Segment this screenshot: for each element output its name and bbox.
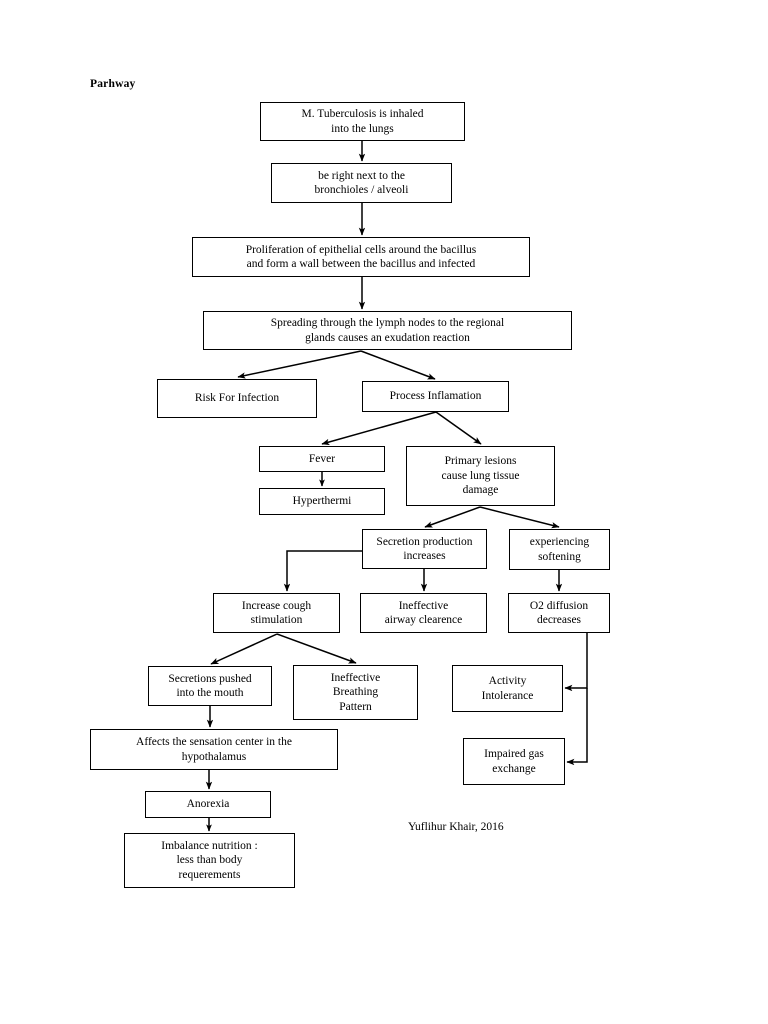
node-label: experiencing softening [529, 536, 590, 563]
node-spreading-lymph-nodes: Spreading through the lymph nodes to the… [203, 311, 572, 350]
node-label: M. Tuberculosis is inhaled into the lung… [301, 108, 424, 135]
node-label: Primary lesions cause lung tissue damage [441, 455, 520, 497]
node-label: Activity Intolerance [481, 675, 534, 702]
node-ineffective-breathing-pattern: Ineffective Breathing Pattern [293, 665, 418, 720]
edge-n10-n12 [283, 550, 362, 592]
edge-n6-n9 [435, 411, 482, 445]
edge-n4-n5 [237, 350, 362, 379]
node-label: Increase cough stimulation [241, 599, 312, 626]
node-m-tuberculosis-inhaled: M. Tuberculosis is inhaled into the lung… [260, 102, 465, 141]
node-anorexia: Anorexia [145, 791, 271, 818]
node-secretions-pushed-into-mouth: Secretions pushed into the mouth [148, 666, 272, 706]
node-secretion-production-increases: Secretion production increases [362, 529, 487, 569]
node-label: Proliferation of epithelial cells around… [245, 243, 477, 270]
node-imbalance-nutrition: Imbalance nutrition : less than body req… [124, 833, 295, 888]
node-label: Process Inflamation [389, 390, 482, 403]
node-impaired-gas-exchange: Impaired gas exchange [463, 738, 565, 785]
node-primary-lesions-lung-tissue-damage: Primary lesions cause lung tissue damage [406, 446, 555, 506]
node-risk-for-infection: Risk For Infection [157, 379, 317, 418]
node-label: Risk For Infection [194, 392, 280, 405]
node-process-inflamation: Process Inflamation [362, 381, 509, 412]
node-label: Affects the sensation center in the hypo… [136, 736, 292, 763]
node-label: Ineffective airway clearence [384, 599, 463, 626]
node-label: Secretion production increases [376, 535, 473, 562]
node-label: Impaired gas exchange [484, 748, 544, 775]
node-label: Hyperthermi [292, 495, 352, 508]
edge-n4-n6 [360, 350, 436, 380]
node-increase-cough-stimulation: Increase cough stimulation [213, 593, 340, 633]
node-hyperthermi: Hyperthermi [259, 488, 385, 515]
node-proliferation-epithelial-cells: Proliferation of epithelial cells around… [192, 237, 530, 277]
edge-n14-n19 [566, 688, 588, 766]
edge-n9-n10 [424, 506, 481, 528]
node-label: O2 diffusion decreases [529, 599, 589, 626]
node-o2-diffusion-decreases: O2 diffusion decreases [508, 593, 610, 633]
node-label: Anorexia [186, 798, 230, 811]
node-label: Spreading through the lymph nodes to the… [270, 317, 505, 344]
credit-attribution: Yuflihur Khair, 2016 [408, 821, 504, 833]
node-label: Fever [308, 452, 336, 465]
page-title: Parhway [90, 78, 136, 90]
node-activity-intolerance: Activity Intolerance [452, 665, 563, 712]
node-label: Secretions pushed into the mouth [168, 672, 252, 699]
edge-n12-n15 [210, 633, 278, 665]
edge-n9-n11 [479, 506, 560, 529]
node-experiencing-softening: experiencing softening [509, 529, 610, 570]
node-label: Ineffective Breathing Pattern [330, 671, 381, 713]
node-ineffective-airway-clearence: Ineffective airway clearence [360, 593, 487, 633]
edge-n6-n7 [321, 411, 437, 446]
node-label: Imbalance nutrition : less than body req… [161, 839, 258, 881]
node-be-right-next-bronchioles: be right next to the bronchioles / alveo… [271, 163, 452, 203]
node-fever: Fever [259, 446, 385, 472]
node-label: be right next to the bronchioles / alveo… [314, 169, 409, 196]
node-affects-sensation-center-hypothalamus: Affects the sensation center in the hypo… [90, 729, 338, 770]
edge-n14-n17 [564, 633, 588, 692]
edge-n12-n16 [276, 633, 357, 664]
